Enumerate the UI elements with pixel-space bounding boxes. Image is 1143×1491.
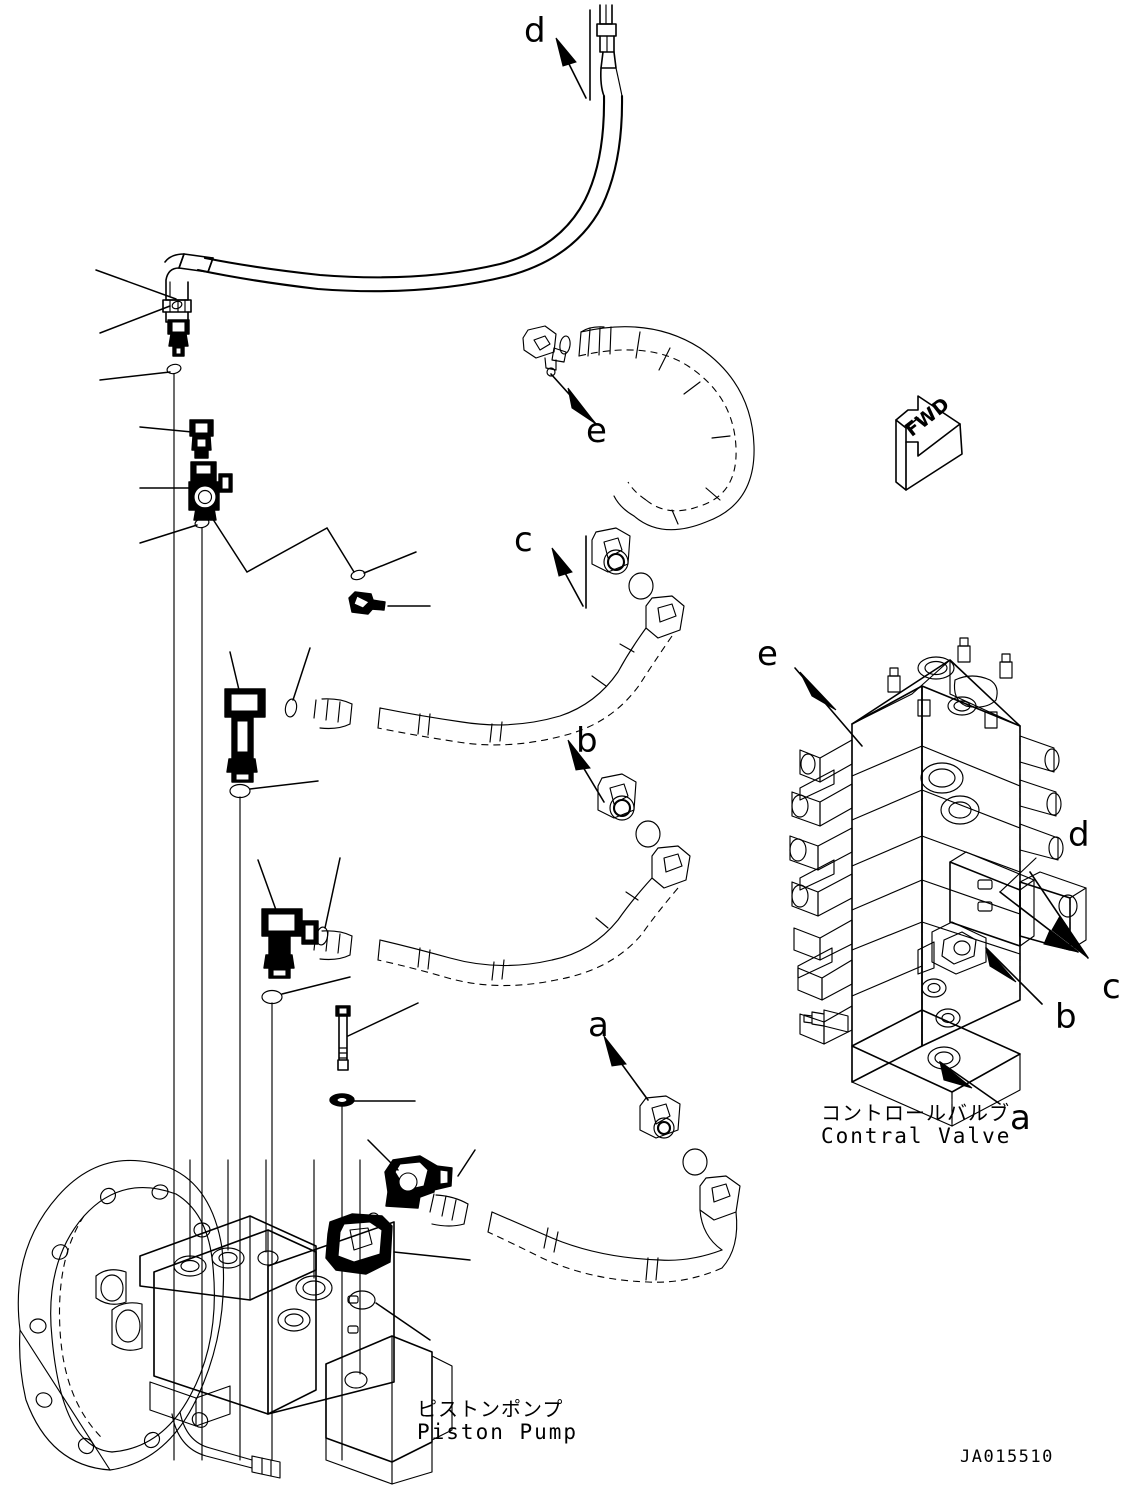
hose-top-d <box>95 4 624 323</box>
callout-a-valve: a <box>1010 1098 1031 1138</box>
elbow-fitting-mid <box>224 688 266 783</box>
callout-e-hose-upper: e <box>586 411 607 451</box>
callout-d-valve: d <box>1068 815 1090 855</box>
washer <box>329 1093 355 1107</box>
piston-pump-assembly <box>17 1159 453 1485</box>
hex-plug <box>348 591 386 615</box>
hose-mid-c <box>313 527 685 746</box>
hose-lower-a <box>429 1095 741 1283</box>
elbow-fitting-low <box>261 908 319 979</box>
callout-b-hose-mid: b <box>576 721 598 761</box>
hose-mid-b <box>313 773 691 987</box>
coupling-fitting <box>189 419 214 459</box>
adapter-fitting <box>167 319 190 357</box>
hose-upper-e <box>522 325 755 531</box>
callout-a-hose-low: a <box>588 1005 609 1045</box>
callout-arrows <box>550 9 1089 1105</box>
piston-pump-caption-en: Piston Pump <box>417 1420 579 1444</box>
hex-bolt <box>335 1005 351 1071</box>
callout-e-valve: e <box>757 634 778 674</box>
drawing-number: JA015510 <box>960 1447 1054 1467</box>
tee-valve-block <box>188 461 233 521</box>
exploded-parts-left-column <box>99 300 476 1461</box>
control-valve-caption-jp: コントロールバルブ <box>821 1101 1010 1125</box>
fwd-arrow-icon <box>895 395 963 491</box>
piston-pump-caption-jp: ピストンポンプ <box>417 1397 564 1421</box>
callout-d-hose-top: d <box>524 11 546 51</box>
split-flange-clamp <box>325 1213 393 1275</box>
callout-c-valve: c <box>1102 967 1121 1007</box>
callout-b-valve: b <box>1055 997 1077 1037</box>
control-valve-caption-en: Contral Valve <box>821 1124 1012 1148</box>
control-valve-assembly <box>789 637 1087 1127</box>
elbow-fitting-pump <box>384 1155 453 1209</box>
callout-c-hose-mid: c <box>514 520 533 560</box>
